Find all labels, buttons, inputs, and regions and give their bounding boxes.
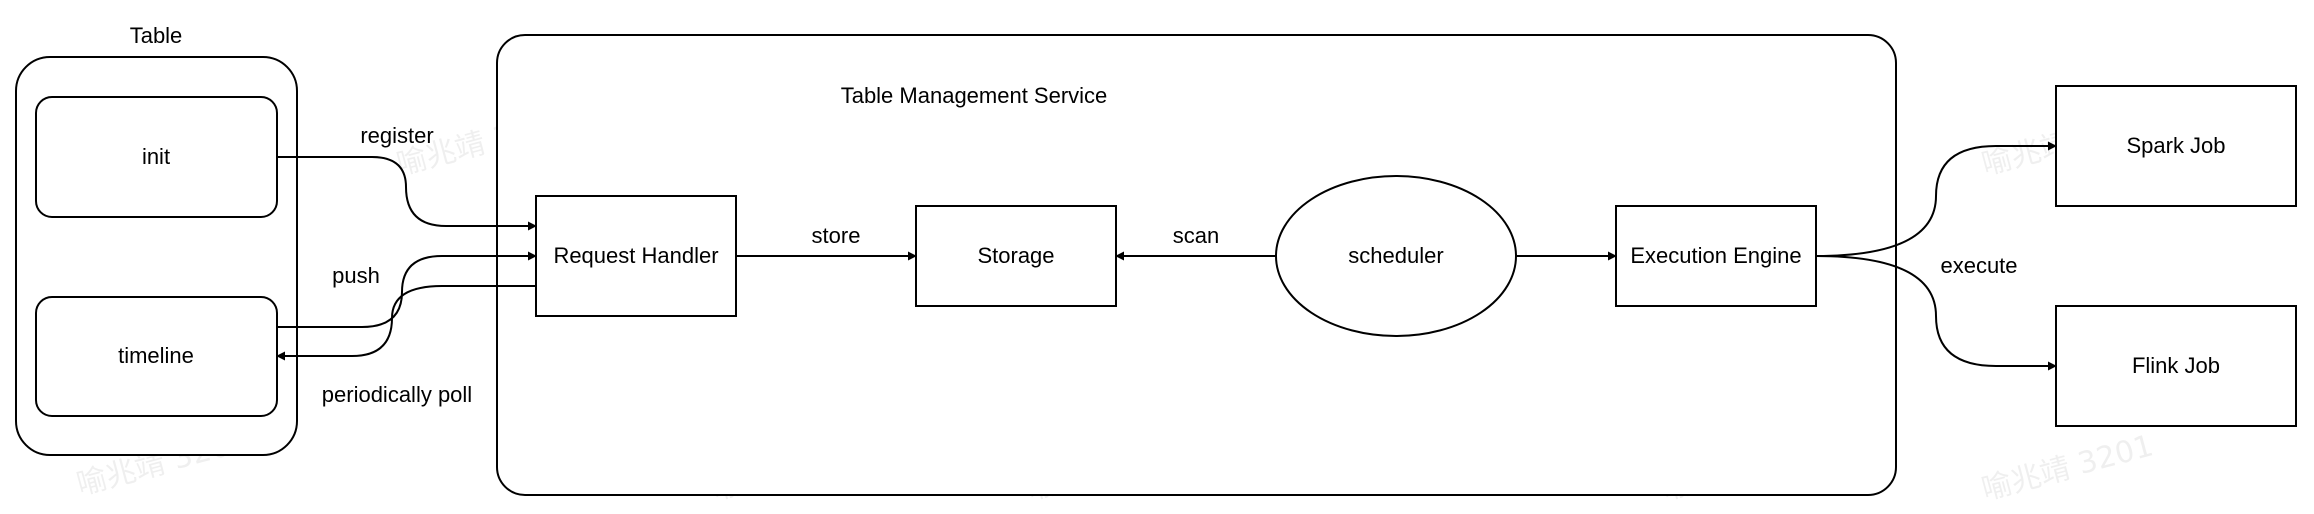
spark-job-node [2055, 85, 2297, 207]
push-edge [277, 251, 537, 328]
execution-engine-node [1615, 205, 1817, 307]
poll-edge-label: periodically poll [322, 382, 472, 407]
request-handler-label: Request Handler [553, 243, 718, 268]
execute-spark-edge [1815, 141, 2057, 257]
flink-job-label: Flink Job [2132, 353, 2220, 378]
execution-engine-label: Execution Engine [1630, 243, 1801, 268]
table-management-service-container [496, 34, 1897, 496]
init-node-label: init [142, 144, 170, 169]
store-edge-label: store [812, 223, 861, 248]
poll-edge [276, 285, 536, 361]
flink-job-node [2055, 305, 2297, 427]
execute-flink-edge [1815, 255, 2057, 371]
service-title: Table Management Service [841, 83, 1108, 108]
storage-node [915, 205, 1117, 307]
push-edge-label: push [332, 263, 380, 288]
request-handler-node [535, 195, 737, 317]
scheduler-label: scheduler [1348, 243, 1443, 268]
scan-edge-label: scan [1173, 223, 1219, 248]
spark-job-label: Spark Job [2126, 133, 2225, 158]
timeline-node-label: timeline [118, 343, 194, 368]
register-edge-label: register [360, 123, 433, 148]
table-group-title: Table [130, 23, 183, 48]
storage-label: Storage [977, 243, 1054, 268]
execute-edge-label: execute [1940, 253, 2017, 278]
register-edge [277, 156, 537, 231]
watermark: 喻兆靖 3201 [1978, 428, 2157, 507]
